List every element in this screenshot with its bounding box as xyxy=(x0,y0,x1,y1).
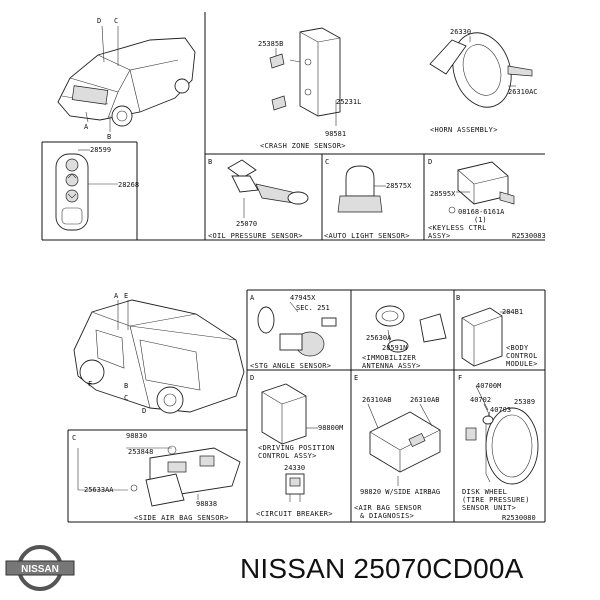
crash-caption: <CRASH ZONE SENSOR> xyxy=(260,142,346,150)
immob-part-1: 25630A xyxy=(366,334,392,342)
section-d-top: D xyxy=(428,158,432,166)
driving-caption-2: CONTROL ASSY> xyxy=(258,452,317,460)
tpms-part-1: 40700M xyxy=(476,382,501,390)
air-bag-sensor-diagnosis xyxy=(367,403,441,486)
oil-caption: <OIL PRESSURE SENSOR> xyxy=(208,232,303,240)
breaker-part: 24330 xyxy=(284,464,305,472)
section-c-top: C xyxy=(325,158,329,166)
logo-text: NISSAN xyxy=(21,564,59,575)
oil-part: 25070 xyxy=(236,220,257,228)
bcm-caption-2: CONTROL xyxy=(506,352,538,360)
section-b-top: B xyxy=(208,158,212,166)
body-control-module xyxy=(461,307,512,367)
bcm-caption-1: <BODY xyxy=(506,344,529,352)
car-top-letter-c: C xyxy=(114,17,118,25)
airbag-caption-2: & DIAGNOSIS> xyxy=(360,512,414,520)
steering-angle-sensor xyxy=(257,301,337,357)
section-f: F xyxy=(458,374,462,382)
panel-frames xyxy=(41,12,546,523)
section-c-bottom: C xyxy=(72,434,76,442)
section-a: A xyxy=(250,294,255,302)
section-d-bottom: D xyxy=(250,374,254,382)
remote-part-2: 28268 xyxy=(118,181,139,189)
stg-part-1: 47945X xyxy=(290,294,316,302)
driving-caption-1: <DRIVING POSITION xyxy=(258,444,335,452)
keyless-part-1: 28595X xyxy=(430,190,456,198)
horn-caption: <HORN ASSEMBLY> xyxy=(430,126,498,134)
airbag-part-1: 26310AB xyxy=(362,396,392,404)
crash-part-3: 98581 xyxy=(325,130,346,138)
car-front-view xyxy=(57,25,196,132)
autolight-part: 28575X xyxy=(386,182,412,190)
driving-position-control xyxy=(261,383,318,445)
tpms-part-2: 40702 xyxy=(470,396,491,404)
bcm-caption-3: MODULE> xyxy=(506,360,538,368)
keyless-caption-2: ASSY> xyxy=(428,232,451,240)
horn-part-2: 26310AC xyxy=(508,88,538,96)
tpms-ref: R2530080 xyxy=(502,514,536,522)
remote-key-fob xyxy=(55,149,118,231)
crash-part-1: 25385B xyxy=(258,40,283,48)
car-top-letter-d: D xyxy=(97,17,101,25)
sideair-part-1: 98830 xyxy=(126,432,147,440)
crash-part-2: 25231L xyxy=(336,98,361,106)
tpms-part-4: 25389 xyxy=(514,398,535,406)
autolight-caption: <AUTO LIGHT SENSOR> xyxy=(324,232,410,240)
tpms-part-3: 40703 xyxy=(490,406,511,414)
stg-part-2: SEC. 251 xyxy=(296,304,330,312)
driving-part: 98800M xyxy=(318,424,343,432)
crash-zone-sensor xyxy=(269,27,341,126)
horn-part-1: 26330 xyxy=(450,28,471,36)
car-top-letter-b: B xyxy=(107,133,111,141)
nissan-logo: NISSAN xyxy=(5,545,75,591)
immob-caption-2: ANTENNA ASSY> xyxy=(362,362,421,370)
immob-caption-1: <IMMOBILIZER xyxy=(362,354,417,362)
keyless-ref: R2530083 xyxy=(512,232,546,240)
stg-caption: <STG ANGLE SENSOR> xyxy=(250,362,331,370)
keyless-control-unit xyxy=(448,161,515,214)
immobilizer-antenna xyxy=(375,305,447,353)
car-bottom-letter-b: B xyxy=(124,382,128,390)
section-e: E xyxy=(354,374,358,382)
keyless-caption-1: <KEYLESS CTRL xyxy=(428,224,487,232)
tpms-caption-2: (TIRE PRESSURE) xyxy=(462,496,530,504)
sideair-part-3: 25633AA xyxy=(84,486,114,494)
car-bottom-letter-c: C xyxy=(124,394,128,402)
airbag-part-3: 98820 W/SIDE AIRBAG xyxy=(360,488,440,496)
airbag-part-2: 26310AB xyxy=(410,396,440,404)
car-bottom-letter-d: D xyxy=(142,407,146,415)
horn-assembly xyxy=(429,32,533,108)
circuit-breaker xyxy=(285,473,305,502)
part-number-title: NISSAN 25070CD00A xyxy=(240,553,524,584)
car-rear-view xyxy=(73,299,245,414)
keyless-part-2b: (1) xyxy=(474,216,487,224)
tire-pressure-sensor xyxy=(465,385,539,485)
oil-pressure-sensor xyxy=(227,159,309,218)
breaker-caption: <CIRCUIT BREAKER> xyxy=(256,510,333,518)
side-air-bag-sensor xyxy=(77,445,241,507)
immob-part-2: 28591N xyxy=(382,344,407,352)
bcm-part: 284B1 xyxy=(502,308,523,316)
section-b-bottom: B xyxy=(456,294,460,302)
remote-part-1: 28599 xyxy=(90,146,111,154)
sideair-part-4: 98838 xyxy=(196,500,217,508)
sideair-part-2: 253848 xyxy=(128,448,153,456)
car-bottom-letter-f: F xyxy=(88,380,92,388)
car-bottom-letter-e: E xyxy=(124,292,128,300)
airbag-caption-1: <AIR BAG SENSOR xyxy=(354,504,422,512)
car-bottom-letter-a: A xyxy=(114,292,119,300)
sideair-caption: <SIDE AIR BAG SENSOR> xyxy=(134,514,229,522)
auto-light-sensor xyxy=(337,165,386,213)
tpms-caption-1: DISK WHEEL xyxy=(462,488,507,496)
tpms-caption-3: SENSOR UNIT> xyxy=(462,504,516,512)
keyless-part-2: 08168-6161A xyxy=(458,208,505,216)
car-top-letter-a: A xyxy=(84,123,89,131)
